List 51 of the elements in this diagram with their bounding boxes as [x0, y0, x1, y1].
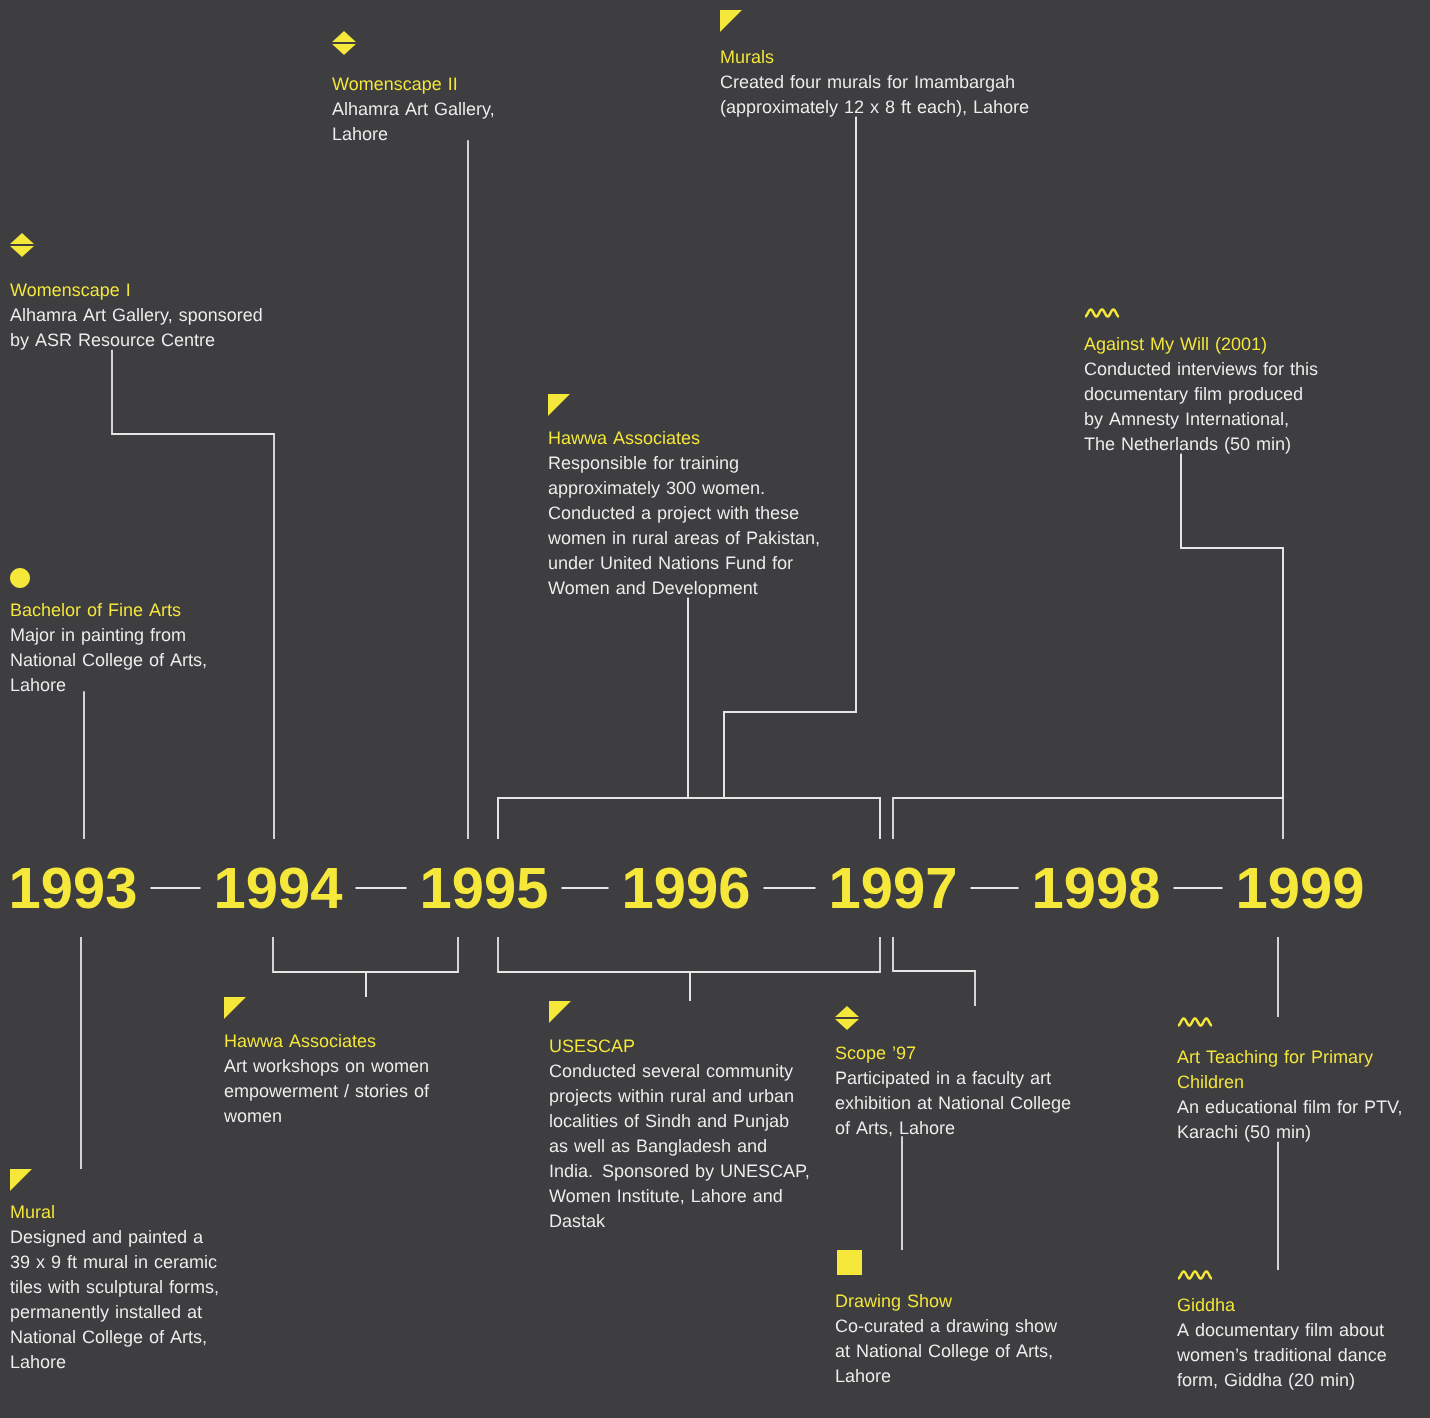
connector-line — [111, 348, 275, 840]
connector-line — [892, 936, 976, 1007]
connector-line — [687, 596, 881, 840]
entry-title: Drawing Show — [836, 1293, 953, 1311]
entry-description: Co-curated a drawing show at National College of Arts, Lahore — [835, 1318, 1058, 1383]
entry-description: Conducted interviews for this documentary film produced by Amnesty International, The Netherlands (50 min) — [1084, 361, 1318, 454]
connector-line — [969, 887, 1020, 889]
entry-description: A documentary film about women’s traditional dance form, Giddha (20 min) — [1177, 1322, 1386, 1390]
connector-line — [149, 887, 202, 889]
connector-line — [1172, 887, 1224, 889]
entry-title: Hawwa Associates — [225, 1033, 376, 1048]
year-label: 1999 — [1239, 867, 1363, 909]
entry-description: Alhamra Art Gallery, sponsored by ASR Resource Centre — [10, 307, 262, 350]
entry-description: Art workshops on women empowerment / stories of women — [223, 1058, 430, 1123]
year-label: 1997 — [832, 867, 955, 909]
connector-line — [1180, 452, 1284, 840]
connector-line — [689, 936, 881, 1002]
connector-line — [354, 887, 408, 889]
connector-line — [83, 690, 85, 840]
entry-title: Art Teaching for Primary Children — [1177, 1049, 1373, 1089]
connector-line — [901, 1135, 903, 1251]
entry-description: Major in painting from National College of Arts, Lahore — [11, 627, 206, 692]
entry-title: Bachelor of Fine Arts — [11, 602, 181, 617]
entry-title: USESCAP — [550, 1039, 635, 1053]
connector-line — [762, 887, 817, 889]
year-label: 1993 — [12, 867, 136, 909]
entry-description: Participated in a faculty art exhibition at National College of Arts, Lahore — [835, 1070, 1071, 1137]
connector-line — [365, 936, 459, 998]
entry-description: Alhamra Art Gallery, Lahore — [332, 101, 494, 141]
entry-title: Womenscape I — [10, 283, 130, 300]
entry-description: An educational film for PTV, Karachi (50 min) — [1177, 1099, 1401, 1142]
entry-title: Giddha — [1177, 1297, 1236, 1312]
entry-description: Created four murals for Imambargah (approximately 12 x 8 ft each), Lahore — [720, 74, 1029, 117]
year-label: 1995 — [423, 867, 547, 909]
connector-line — [80, 936, 82, 1170]
connector-line — [1277, 936, 1279, 1018]
entry-title: Against My Will (2001) — [1084, 336, 1266, 354]
entry-description: Designed and painted a 39 x 9 ft mural in ceramic tiles with sculptural forms, permanently installed at National College of Arts, Lahore — [10, 1229, 218, 1369]
entry-title: Hawwa Associates — [549, 430, 700, 445]
connector-line — [467, 139, 469, 840]
year-label: 1996 — [625, 867, 749, 909]
entry-title: Womenscape II — [332, 77, 457, 94]
entry-description: Responsible for training approximately 300 women. Conducted a project with these women in rural areas of Pakistan, under United Nations Fund for Women and Development — [548, 455, 819, 598]
entry-title: Mural — [11, 1204, 54, 1219]
connector-line — [1277, 1140, 1279, 1271]
entry-description: Conducted several community projects within rural and urban localities of Sindh and Punjab as well as Bangladesh and India. Sponsored by UNESCAP, Women Institute, Lahore and Dastak — [549, 1063, 809, 1228]
year-label: 1998 — [1035, 867, 1159, 909]
entry-title: Scope ’97 — [835, 1046, 916, 1063]
entry-title: Murals — [721, 49, 774, 64]
connector-line — [560, 887, 610, 889]
year-label: 1994 — [217, 867, 343, 909]
